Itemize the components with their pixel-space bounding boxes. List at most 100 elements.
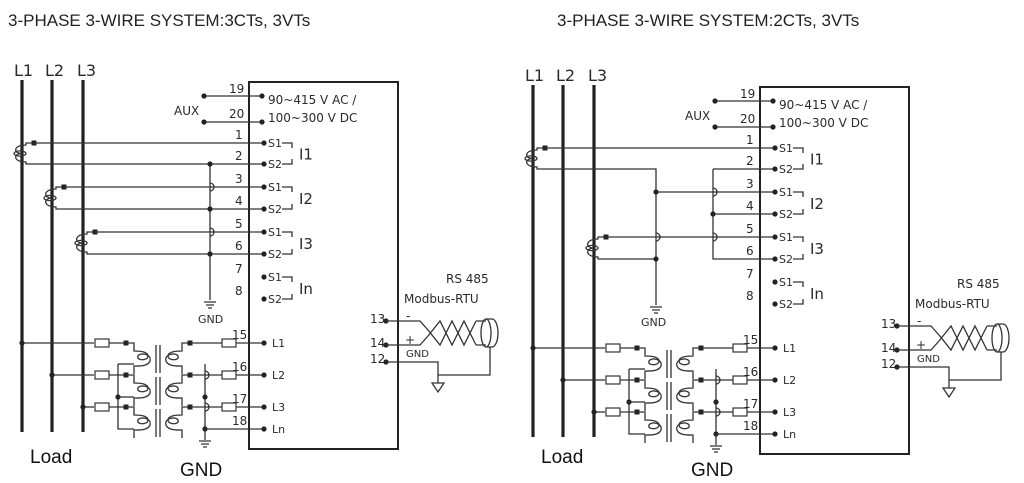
junction-dot bbox=[207, 251, 213, 257]
terminal-l1: L1 bbox=[783, 342, 796, 355]
aux-voltage-ac: 90~415 V AC / bbox=[779, 98, 868, 112]
terminal-dot bbox=[772, 301, 778, 307]
vt-primary-coil bbox=[126, 406, 151, 438]
pin-17: 17 bbox=[232, 392, 247, 406]
pin-3: 3 bbox=[746, 177, 754, 191]
terminal-l2: L2 bbox=[272, 369, 285, 382]
pin-17: 17 bbox=[743, 397, 758, 411]
fuse-icon bbox=[605, 375, 621, 385]
pin-14: 14 bbox=[370, 336, 385, 350]
vt-primary-common bbox=[117, 364, 134, 430]
terminal-ln: Ln bbox=[272, 423, 285, 436]
group-bracket bbox=[793, 191, 804, 215]
load-label: Load bbox=[541, 447, 583, 468]
vt-core bbox=[155, 377, 161, 405]
group-bracket bbox=[282, 231, 293, 255]
pin-13: 13 bbox=[881, 317, 896, 331]
aux-voltage-dc: 100~300 V DC bbox=[779, 116, 868, 130]
terminal-dot bbox=[261, 296, 267, 302]
rs485-protocol: Modbus-RTU bbox=[915, 297, 990, 311]
terminal-s2: S2 bbox=[268, 293, 282, 306]
pin-15: 15 bbox=[743, 333, 758, 347]
terminal-dot bbox=[772, 145, 778, 151]
line-label-l3: L3 bbox=[77, 61, 96, 80]
vt-core bbox=[666, 350, 672, 378]
wire-crossover bbox=[715, 407, 721, 417]
group-bracket bbox=[282, 142, 293, 165]
fuse-icon bbox=[94, 402, 110, 412]
terminal-s2: S2 bbox=[779, 298, 793, 311]
pin-18: 18 bbox=[232, 414, 247, 428]
junction-dot bbox=[560, 377, 566, 383]
terminal-s2: S2 bbox=[268, 158, 282, 171]
pin-5: 5 bbox=[746, 222, 754, 236]
pin-15: 15 bbox=[232, 328, 247, 342]
terminal-l2: L2 bbox=[783, 374, 796, 387]
ground-icon bbox=[204, 301, 216, 309]
ct-gnd-label: GND bbox=[198, 313, 223, 326]
terminal-dot bbox=[261, 340, 267, 346]
wire-crossover bbox=[204, 370, 210, 380]
wire-crossover bbox=[655, 232, 661, 242]
vt-primary-coil bbox=[126, 374, 151, 406]
terminal-l3: L3 bbox=[783, 406, 796, 419]
rs485-minus-wire bbox=[897, 325, 940, 336]
terminal-dot bbox=[772, 234, 778, 240]
pin-7: 7 bbox=[746, 267, 754, 281]
vt-secondary-coil bbox=[676, 411, 701, 443]
aux-voltage-dc: 100~300 V DC bbox=[268, 111, 357, 125]
current-group-i2: I2 bbox=[299, 190, 313, 208]
shield-body bbox=[486, 318, 499, 348]
group-bracket bbox=[282, 276, 293, 300]
terminal-s1: S1 bbox=[779, 231, 793, 244]
terminal-s2: S2 bbox=[779, 163, 793, 176]
fuse-icon bbox=[94, 338, 110, 348]
pin-2: 2 bbox=[235, 149, 243, 163]
shield-drain-wire bbox=[438, 347, 491, 376]
current-transformer-icon bbox=[15, 142, 32, 165]
pin-4: 4 bbox=[746, 199, 754, 213]
terminal-dot bbox=[772, 431, 778, 437]
shield-drain-wire bbox=[949, 352, 1002, 381]
terminal-dot bbox=[772, 256, 778, 262]
terminal-dot bbox=[261, 184, 267, 190]
junction-dot bbox=[713, 399, 719, 405]
current-group-in: In bbox=[810, 285, 824, 303]
rs485-title: RS 485 bbox=[957, 277, 1000, 291]
diagram-3ct-3vt: 3-PHASE 3-WIRE SYSTEM:3CTs, 3VTs L1 L2 L… bbox=[8, 11, 499, 481]
rs485-gnd-wire bbox=[897, 366, 950, 383]
shield-icon bbox=[480, 318, 492, 348]
load-label: Load bbox=[30, 447, 72, 468]
ct-core bbox=[74, 239, 88, 247]
junction-dot bbox=[653, 189, 659, 195]
ground-icon bbox=[430, 382, 446, 394]
pin-20: 20 bbox=[740, 112, 755, 126]
current-group-i1: I1 bbox=[299, 146, 313, 164]
terminal-s1: S1 bbox=[779, 142, 793, 155]
terminal-s2: S2 bbox=[268, 203, 282, 216]
vt-secondary-coil bbox=[165, 374, 190, 406]
terminal-dot bbox=[772, 211, 778, 217]
pin-3: 3 bbox=[235, 172, 243, 186]
line-label-l2: L2 bbox=[556, 66, 575, 85]
junction-dot bbox=[207, 206, 213, 212]
current-transformer-icon bbox=[526, 147, 543, 170]
junction-dot bbox=[530, 345, 536, 351]
vt-gnd-label: GND bbox=[691, 460, 733, 481]
terminal-dot bbox=[261, 251, 267, 257]
fuse-icon bbox=[94, 370, 110, 380]
junction-dot bbox=[653, 256, 659, 262]
pin-12: 12 bbox=[370, 352, 385, 366]
terminal-s2: S2 bbox=[268, 248, 282, 261]
junction-dot bbox=[201, 119, 207, 125]
current-transformer-icon bbox=[45, 186, 62, 210]
junction-dot bbox=[80, 404, 86, 410]
rs485-minus: - bbox=[406, 309, 410, 323]
pin-4: 4 bbox=[235, 194, 243, 208]
rs485-plus-wire bbox=[897, 340, 940, 351]
junction-dot bbox=[712, 124, 718, 130]
pin-7: 7 bbox=[235, 262, 243, 276]
